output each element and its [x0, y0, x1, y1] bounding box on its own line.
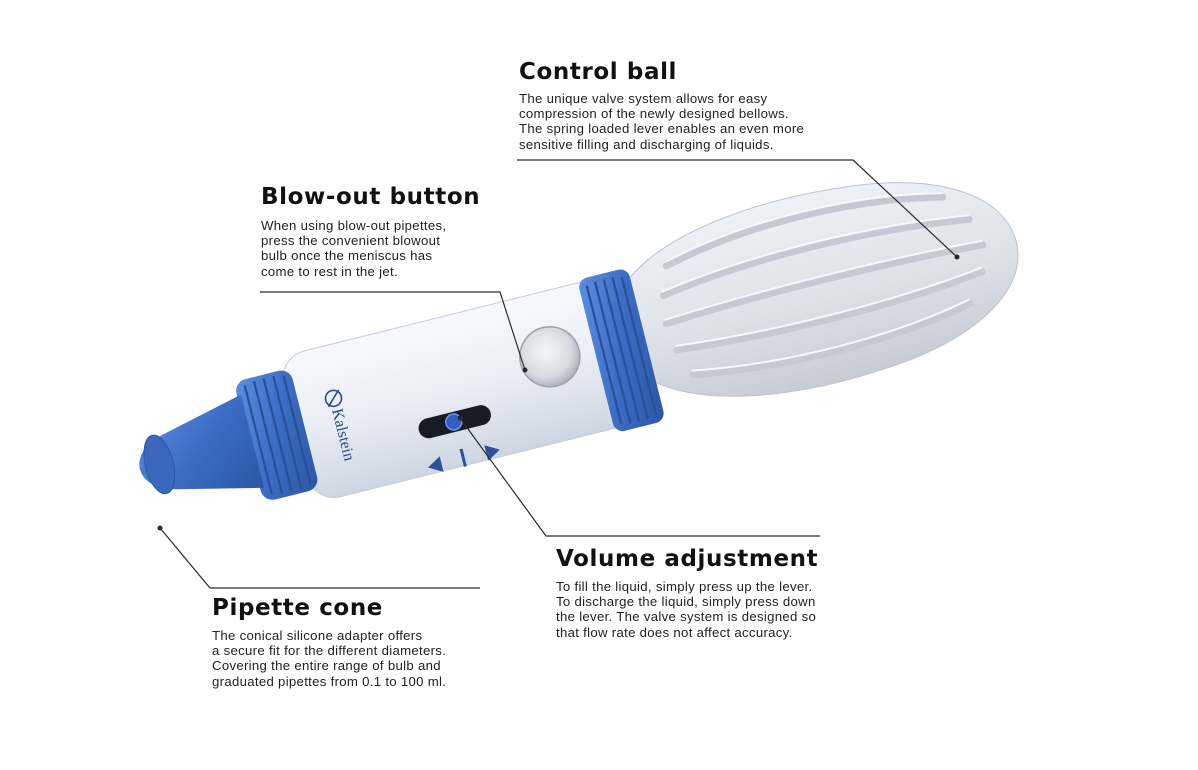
kalstein-logo: [324, 389, 343, 408]
callout-line: The spring loaded lever enables an even …: [519, 121, 805, 137]
leader-control-ball: [517, 159, 958, 258]
blow-out-button[interactable]: [514, 320, 587, 393]
callout-line: Covering the entire range of bulb and: [212, 658, 441, 674]
leader-pipette-cone: [159, 527, 480, 589]
callout-line: that flow rate does not affect accuracy.: [556, 624, 793, 640]
callout-description: The conical silicone adapter offers a se…: [212, 628, 446, 689]
callout-line: bulb once the meniscus has: [261, 248, 433, 264]
callout-line: press the convenient blowout: [261, 233, 441, 249]
callout-control-ball: Control ball The unique valve system all…: [519, 59, 804, 152]
callout-pipette-cone: Pipette cone The conical silicone adapte…: [212, 595, 446, 689]
callout-line: The conical silicone adapter offers: [212, 628, 423, 643]
callout-line: compression of the newly designed bellow…: [519, 106, 789, 122]
callout-line: graduated pipettes from 0.1 to 100 ml.: [212, 673, 447, 689]
callout-description: To fill the liquid, simply press up the …: [556, 579, 818, 640]
callout-line: the lever. The valve system is designed …: [556, 609, 817, 625]
leader-dot: [157, 525, 163, 531]
callout-title: Control ball: [519, 59, 678, 85]
leader-blow-out: [260, 291, 526, 371]
callout-description: When using blow-out pipettes, press the …: [261, 218, 480, 279]
callout-line: To discharge the liquid, simply press do…: [556, 594, 816, 610]
callout-line: To fill the liquid, simply press up the …: [556, 579, 813, 594]
callout-line: a secure fit for the different diameters…: [212, 643, 447, 659]
callout-title: Pipette cone: [212, 595, 384, 621]
callout-title: Volume adjustment: [556, 546, 819, 572]
bellows-ribs: [659, 193, 987, 379]
leader-volume: [459, 417, 820, 537]
leader-dot: [457, 415, 463, 421]
leader-dot: [522, 367, 528, 373]
callout-line: The unique valve system allows for easy: [519, 91, 768, 106]
leader-dot: [954, 254, 960, 260]
callout-blow-out-button: Blow-out button When using blow-out pipe…: [261, 184, 480, 279]
callout-line: sensitive filling and discharging of liq…: [519, 136, 774, 152]
arrow-left-icon: [428, 456, 444, 472]
leader-lines: [159, 159, 958, 589]
callout-volume-adjustment: Volume adjustment To fill the liquid, si…: [556, 546, 818, 640]
callout-description: The unique valve system allows for easy …: [519, 91, 804, 152]
callout-title: Blow-out button: [261, 184, 481, 210]
lever-center-mark-icon: [459, 448, 467, 467]
callout-line: When using blow-out pipettes,: [261, 218, 447, 233]
callout-line: come to rest in the jet.: [261, 263, 398, 279]
